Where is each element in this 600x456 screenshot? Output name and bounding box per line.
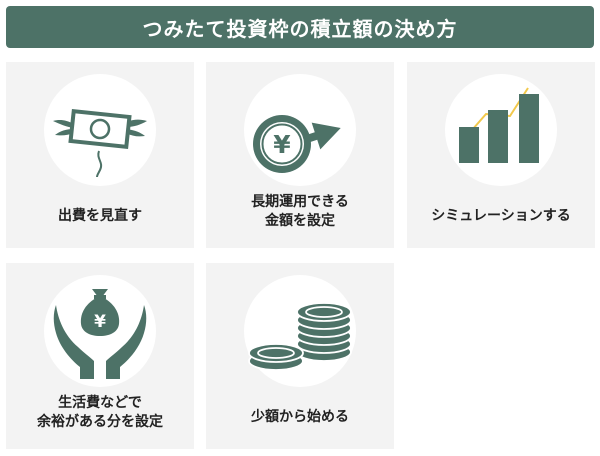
page-header: つみたて投資枠の積立額の決め方 [6,6,594,48]
card-start-small: 少額から始める [206,263,394,449]
card-label: 長期運用できる 金額を設定 [251,194,349,229]
page-title: つみたて投資枠の積立額の決め方 [142,16,458,41]
icon-circle: ¥ [244,74,356,186]
icon-circle [244,275,356,387]
yen-coin-growth-arrow-icon: ¥ [253,115,341,173]
bar-chart-rising-icon [459,87,539,163]
card-review-expenses: 出費を見直す [6,62,194,248]
yen-symbol: ¥ [273,130,291,159]
icon-circle [445,74,557,186]
coin-stacks-icon [248,302,352,371]
icon-circle: ¥ [44,275,156,387]
card-label: 生活費などで 余裕がある分を設定 [37,395,163,430]
card-simulate: シミュレーションする [407,62,595,248]
icon-circle [44,74,156,186]
yen-symbol: ¥ [94,312,106,332]
card-label: 少額から始める [251,409,349,425]
money-with-wings-icon [53,108,147,178]
card-label: シミュレーションする [431,208,571,224]
card-spare-money: ¥ 生活費などで 余裕がある分を設定 [6,263,194,449]
card-long-term-amount: ¥ 長期運用できる 金額を設定 [206,62,394,248]
card-label: 出費を見直す [58,208,142,224]
hands-holding-money-bag-icon: ¥ [53,289,147,379]
